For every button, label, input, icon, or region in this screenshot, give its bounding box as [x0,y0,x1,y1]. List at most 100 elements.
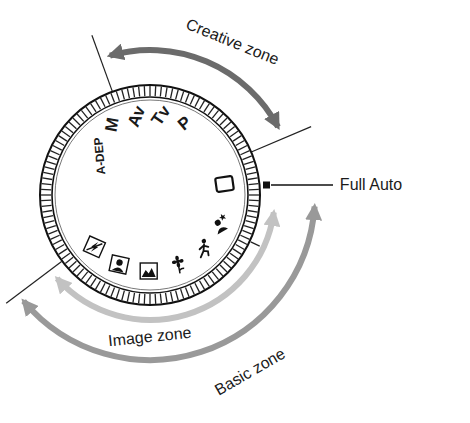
knurl-stroke [248,184,258,185]
landscape-icon [140,263,157,279]
knurl-stroke [236,141,245,146]
mode-label: A-DEP [92,135,107,175]
knurl-stroke [50,151,59,155]
knurl-stroke [247,216,257,218]
knurl-stroke [230,253,238,259]
knurl-stroke [77,114,84,121]
knurl-stroke [111,287,115,296]
knurl-stroke [220,118,227,125]
knurl-stroke [195,283,200,292]
knurl-stroke [227,126,235,132]
knurl-stroke [41,189,51,191]
knurl-stroke [91,104,96,112]
knurl-stroke [224,122,231,129]
dial-rim [40,85,260,305]
knurl-stroke [41,200,51,202]
knurl-stroke [48,230,57,234]
knurl-stroke [46,161,56,164]
knurl-stroke [249,189,259,191]
knurl-stroke [50,235,59,239]
knurl-stroke [116,91,119,101]
index-mark [263,182,270,189]
knurl-stroke [224,261,231,268]
knurl-stroke [86,107,92,115]
knurl-stroke [227,257,235,263]
flash-off-icon [83,236,105,258]
knurl-stroke [62,253,70,259]
knurl-stroke [220,265,227,272]
pointer-label: Full Auto [339,177,403,193]
knurl-stroke [249,194,259,195]
knurl-stroke [81,272,87,280]
knurl-stroke [133,293,135,303]
knurl-stroke [181,289,184,299]
knurl-stroke [65,126,73,132]
dial-knurling [41,86,259,304]
knurl-stroke [238,240,247,245]
knurl-stroke [122,90,125,100]
knurl-stroke [244,161,254,164]
knurl-stroke [204,278,209,286]
knurl-stroke [165,87,167,97]
knurl-stroke [240,235,249,239]
knurl-stroke [111,93,115,102]
knurl-stroke [190,95,194,104]
knurl-stroke [42,210,52,212]
knurl-stroke [86,275,92,283]
knurl-stroke [149,86,150,96]
knurl-stroke [96,101,101,110]
knurl-stroke [59,136,67,141]
zone-label: Image zone [107,325,194,350]
knurl-stroke [208,275,214,283]
knurl-stroke [73,118,80,125]
knurl-stroke [48,156,57,160]
knurl-stroke [149,294,150,304]
knurl-stroke [155,294,157,304]
knurl-stroke [216,269,223,276]
mode-label: M [103,115,123,134]
knurl-stroke [208,107,214,115]
knurl-stroke [53,146,62,151]
knurl-stroke [236,245,245,250]
knurl-stroke [101,283,106,292]
night-portrait-icon [210,212,232,234]
knurl-stroke [69,261,76,268]
knurl-stroke [43,172,53,174]
knurl-stroke [43,216,53,218]
knurl-stroke [238,146,247,151]
knurl-stroke [127,292,129,302]
knurl-stroke [171,88,173,98]
knurl-stroke [56,141,65,146]
knurl-stroke [46,226,56,229]
knurl-stroke [42,184,52,185]
knurl-stroke [248,205,258,206]
knurl-stroke [240,151,249,155]
close-up-icon [171,255,186,275]
knurl-stroke [96,281,101,290]
knurl-stroke [139,293,140,303]
knurl-stroke [122,291,125,301]
knurl-stroke [139,87,140,97]
knurl-stroke [81,110,87,118]
knurl-stroke [144,86,146,96]
knurl-stroke [77,269,84,276]
knurl-stroke [248,178,258,180]
knurl-stroke [230,131,238,137]
knurl-stroke [204,104,209,112]
knurl-stroke [200,281,205,290]
knurl-stroke [233,136,241,141]
knurl-stroke [133,87,135,97]
knurl-stroke [248,210,258,212]
knurl-stroke [101,98,106,107]
knurl-stroke [212,272,218,280]
knurl-stroke [45,167,55,170]
sports-icon [195,238,212,258]
knurl-stroke [116,289,119,299]
knurl-stroke [171,292,173,302]
knurl-stroke [59,249,67,254]
zone-label: Basic zone [211,345,289,399]
knurl-stroke [247,172,257,174]
knurl-stroke [246,221,256,224]
